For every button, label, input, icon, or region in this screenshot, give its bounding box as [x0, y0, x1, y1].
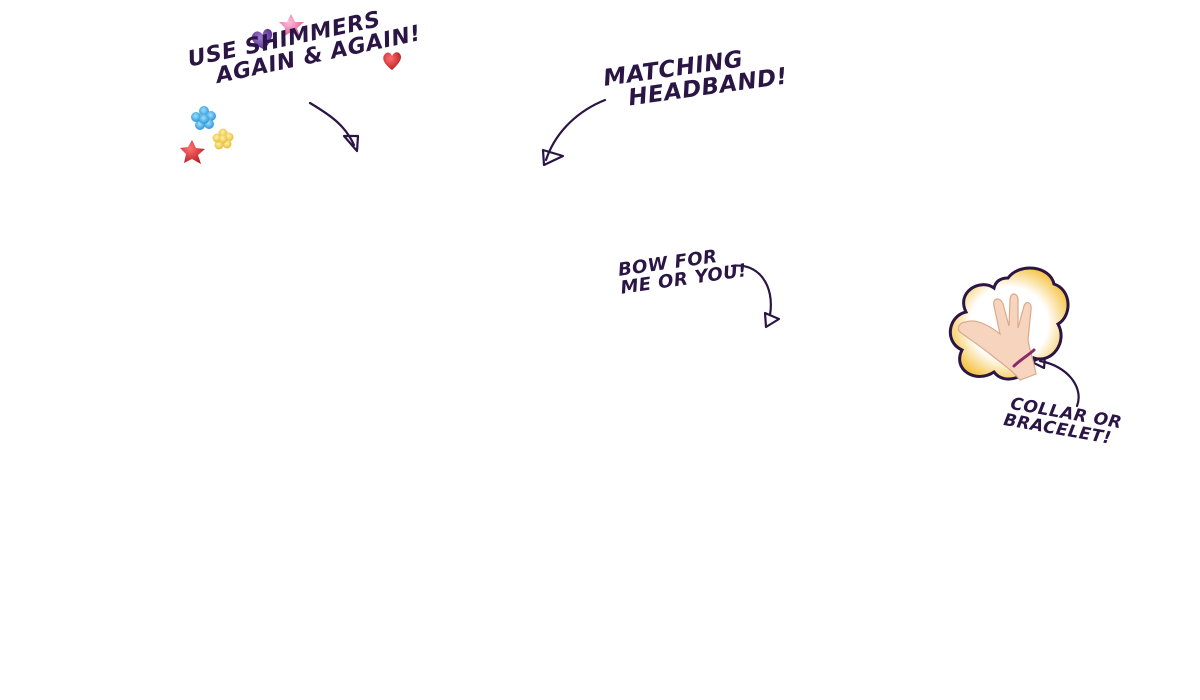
- red-heart-shimmer-icon: [383, 52, 402, 70]
- purple-heart-shimmer-icon: [251, 28, 273, 50]
- red-star-shimmer-icon: [180, 140, 205, 164]
- gold-flower-shimmer-icon: [212, 128, 234, 150]
- arrow-icon: [730, 264, 781, 329]
- arrow-icon: [541, 98, 607, 167]
- hand-icon: [957, 293, 1037, 381]
- bracelet-icon: [1012, 348, 1036, 368]
- arrow-icon: [308, 101, 360, 153]
- blue-flower-shimmer-icon: [191, 106, 216, 130]
- pink-star-shimmer-icon: [279, 14, 304, 37]
